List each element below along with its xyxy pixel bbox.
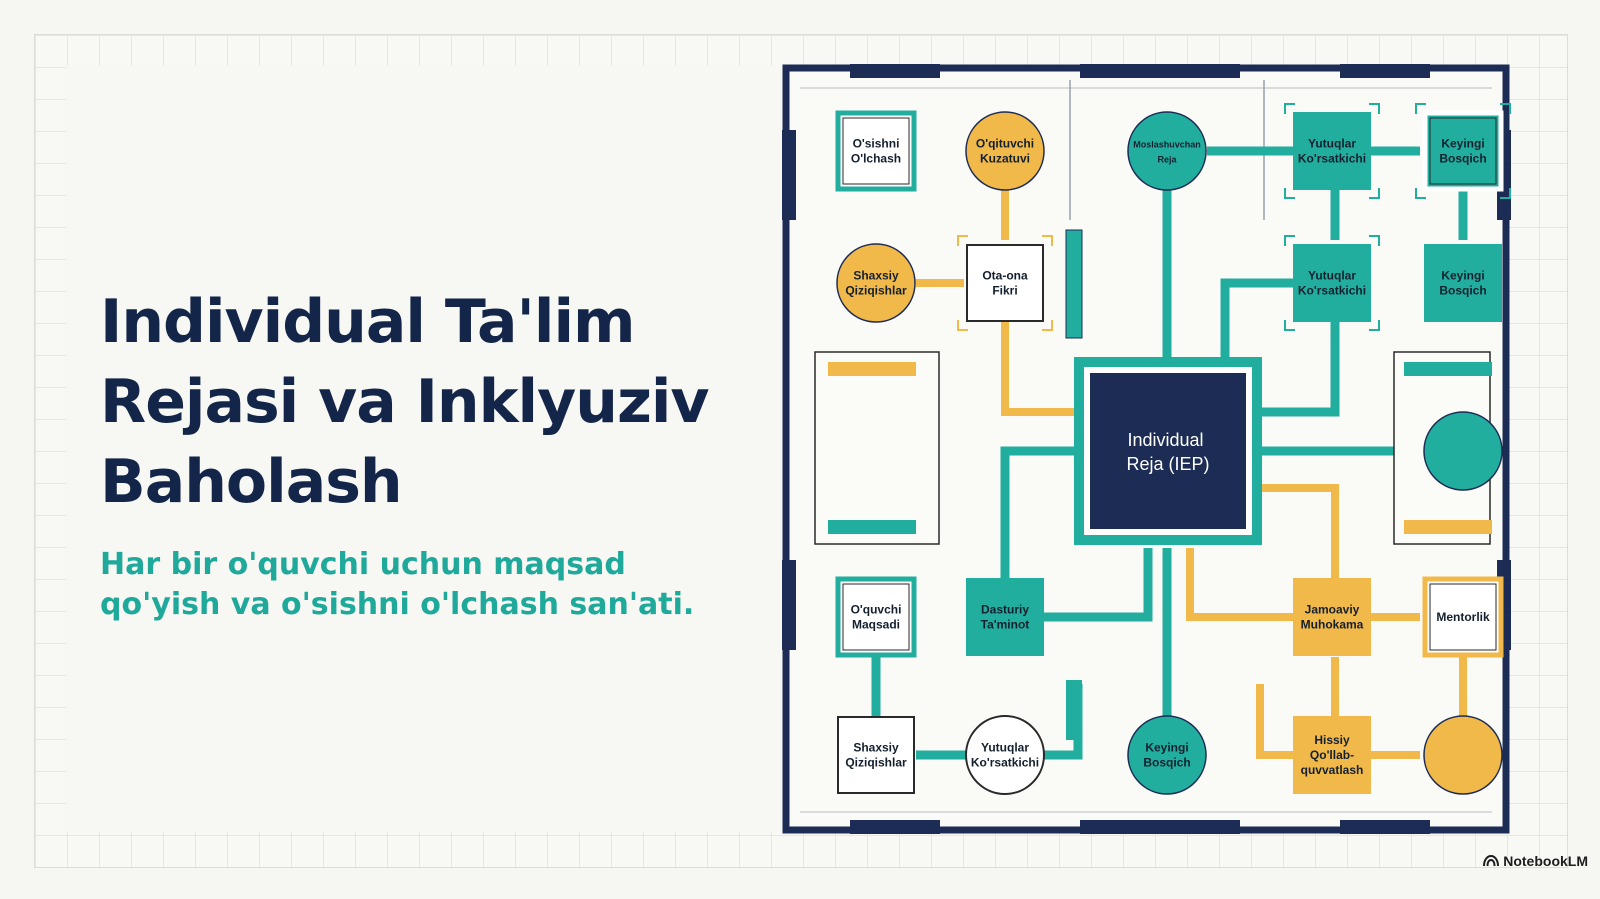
center-label: Individual Reja (IEP) — [1126, 430, 1209, 474]
notebooklm-logo-icon — [1483, 855, 1500, 867]
teal-dot-right — [1423, 411, 1503, 491]
amber-dot-bottom-right — [1423, 715, 1503, 795]
center-node: Individual Reja (IEP) — [1074, 357, 1262, 545]
node-label-mentorlik: Mentorlik — [1436, 610, 1490, 624]
title-panel — [66, 66, 786, 832]
slide-subtitle: Har bir o'quvchi uchun maqsad qo'yish va… — [100, 547, 695, 622]
slide-title: Individual Ta'lim Rejasi va Inklyuziv Ba… — [100, 287, 710, 517]
brand-name: NotebookLM — [1503, 853, 1588, 869]
node-mentorlik: Mentorlik — [1422, 576, 1504, 658]
brand-badge: NotebookLM — [1483, 853, 1588, 869]
